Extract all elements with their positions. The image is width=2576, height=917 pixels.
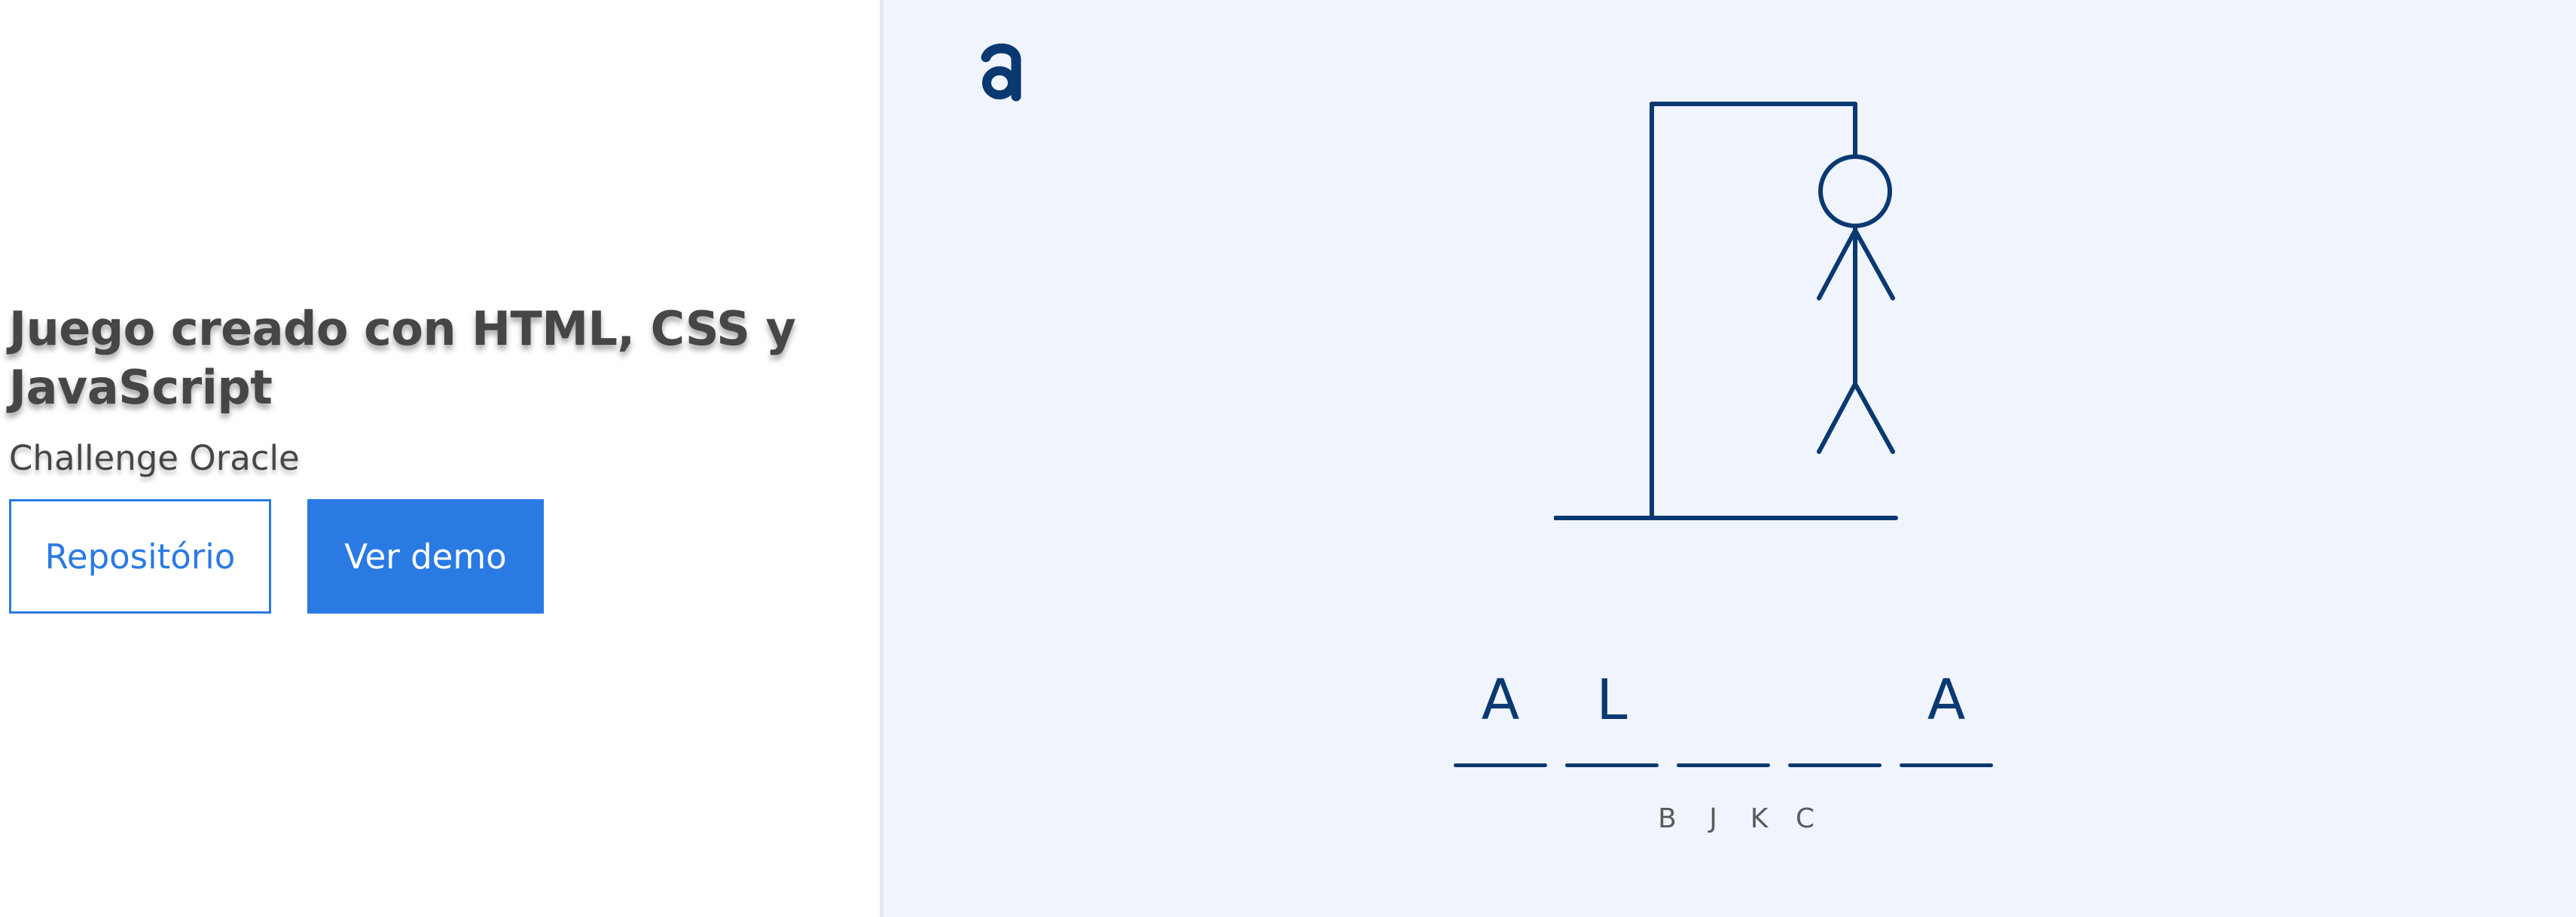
project-info-panel: Juego creado con HTML, CSS y JavaScript … — [0, 0, 880, 917]
word-slot: L — [1565, 663, 1659, 768]
hangman-head — [1818, 154, 1892, 228]
word-slot-letter: L — [1596, 668, 1628, 733]
hangman-right-leg — [1853, 382, 1895, 454]
word-slot: A — [1454, 663, 1547, 768]
project-subtitle: Challenge Oracle — [9, 438, 300, 478]
wrong-letters: B J K C — [1644, 798, 1828, 840]
word-slot-underline — [1677, 763, 1770, 767]
word-slot-letter — [1788, 663, 1882, 738]
word-slot — [1677, 663, 1770, 768]
hangman-right-arm — [1853, 228, 1895, 300]
repository-button[interactable]: Repositório — [9, 499, 271, 614]
project-title: Juego creado con HTML, CSS y JavaScript — [9, 301, 796, 415]
word-slot-letter: A — [1927, 668, 1966, 733]
wrong-letter: K — [1750, 803, 1769, 834]
game-preview-image: A L A B J K C — [880, 0, 2576, 917]
hangman-gallows-icon — [1554, 102, 1898, 520]
wrong-letter: J — [1709, 803, 1717, 834]
wrong-letter: C — [1795, 803, 1815, 834]
word-slots: A L A — [1454, 663, 1993, 768]
view-demo-button[interactable]: Ver demo — [307, 499, 544, 614]
word-slot-underline — [1565, 763, 1659, 767]
hangman-left-arm — [1817, 228, 1857, 300]
word-slot-underline — [1900, 763, 1993, 767]
word-slot-underline — [1788, 763, 1882, 767]
word-slot — [1788, 663, 1882, 768]
brand-logo-icon — [981, 43, 1021, 102]
hangman-left-leg — [1817, 382, 1857, 454]
word-slot: A — [1900, 663, 1993, 768]
word-slot-letter: A — [1481, 668, 1520, 733]
word-slot-letter — [1677, 663, 1770, 738]
wrong-letter: B — [1658, 803, 1677, 834]
word-slot-underline — [1454, 763, 1547, 767]
